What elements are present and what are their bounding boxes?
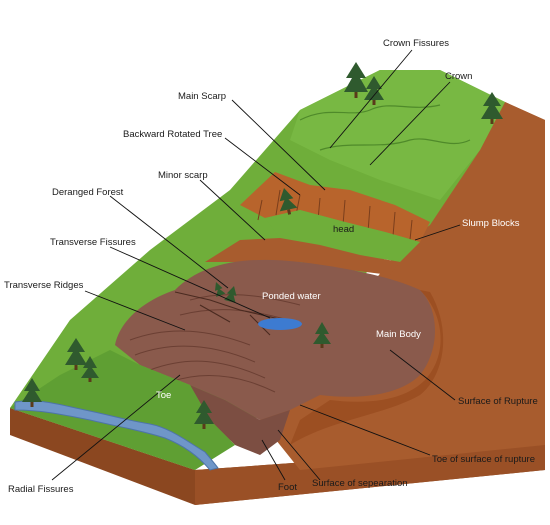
label-surface-of-rupture: Surface of Rupture (458, 396, 538, 407)
leader-slump-blocks (414, 224, 461, 241)
leader-deranged-forest (109, 195, 229, 289)
leader-main-scarp (231, 99, 326, 191)
label-radial-fissures: Radial Fissures (8, 484, 74, 495)
leader-transverse-fissures (109, 246, 271, 319)
backward-rotated-tree (279, 188, 298, 215)
label-main-scarp: Main Scarp (178, 91, 226, 102)
deranged-tree-2 (214, 282, 226, 297)
main-scarp-face (240, 172, 430, 242)
block-front-face-right (195, 445, 545, 505)
head-block (265, 210, 420, 262)
label-crown: Crown (445, 71, 472, 82)
foot-lobe (190, 385, 290, 455)
ponded-water (258, 318, 302, 330)
label-foot: Foot (278, 482, 297, 493)
tree-left-3 (22, 378, 42, 407)
label-slump-blocks: Slump Blocks (462, 218, 520, 229)
scarp-striations (257, 189, 413, 241)
tree-main-body (313, 322, 331, 348)
transverse-ridges-lines (129, 294, 301, 393)
tree-crown-1 (344, 62, 368, 98)
leader-radial-fissures (51, 374, 181, 481)
leader-surface-of-rupture (389, 349, 456, 401)
leader-backward-rotated-tree (224, 137, 301, 196)
leader-toe-of-surface-of-rupture (299, 404, 431, 456)
leader-crown (369, 81, 451, 166)
tree-left-2 (81, 356, 99, 382)
label-surface-of-separation: Surface of sepearation (312, 478, 408, 489)
river (14, 400, 219, 471)
minor-scarp-face (205, 238, 400, 275)
main-body-mass (115, 259, 435, 420)
leader-foot (261, 439, 286, 481)
leader-crown-fissures (329, 49, 413, 149)
label-crown-fissures: Crown Fissures (383, 38, 449, 49)
plateau-ridges (299, 104, 471, 151)
label-main-body: Main Body (376, 329, 421, 340)
rupture-wall (290, 290, 444, 445)
tree-bottom (194, 400, 214, 429)
leader-minor-scarp (199, 179, 266, 241)
label-toe-of-surface-of-rupture: Toe of surface of rupture (432, 454, 535, 465)
leader-transverse-ridges (84, 290, 186, 331)
label-ponded-water: Ponded water (262, 291, 321, 302)
label-transverse-ridges: Transverse Ridges (4, 280, 84, 291)
tree-left-1 (65, 338, 87, 370)
label-transverse-fissures: Transverse Fissures (50, 237, 136, 248)
label-toe: Toe (156, 390, 171, 401)
leader-surface-of-separation (277, 429, 321, 481)
label-deranged-forest: Deranged Forest (52, 187, 124, 198)
tree-crown-2 (364, 76, 384, 105)
upper-plateau (290, 70, 505, 200)
label-head: head (333, 224, 354, 235)
tree-plateau-right (481, 92, 503, 124)
label-minor-scarp: Minor scarp (158, 170, 208, 181)
label-backward-rotated-tree: Backward Rotated Tree (123, 129, 222, 140)
